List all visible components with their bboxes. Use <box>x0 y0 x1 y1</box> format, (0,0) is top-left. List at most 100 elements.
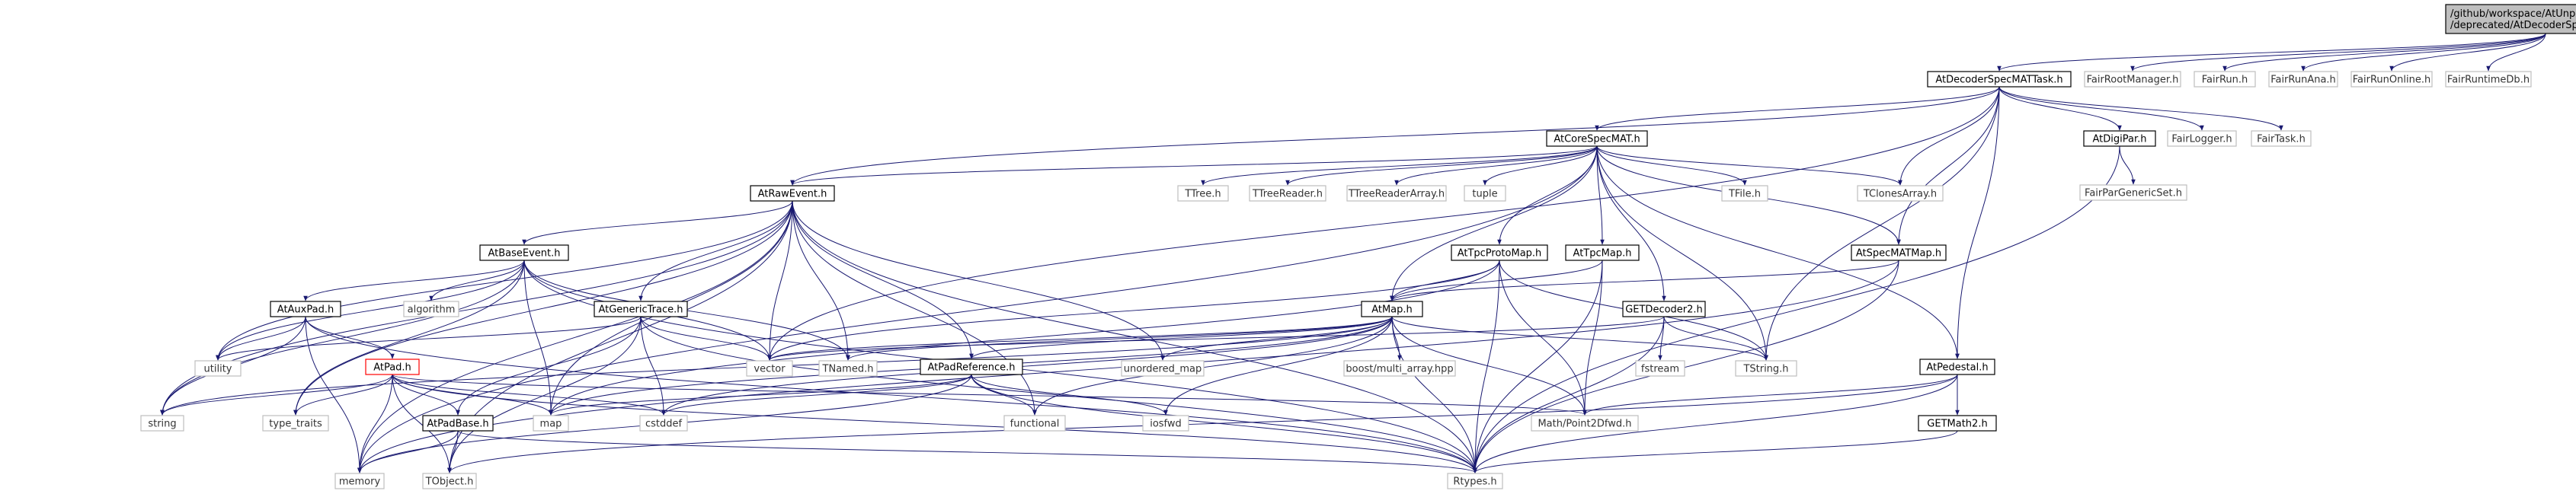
node-label-typetraits: type_traits <box>269 419 322 430</box>
node-getmath2[interactable]: GETMath2.h <box>1918 415 1997 432</box>
node-fairrootmanager[interactable]: FairRootManager.h <box>2084 71 2181 88</box>
edge-decoder-to-tclonesarray <box>1898 86 2000 186</box>
node-label-fairrunana: FairRunAna.h <box>2270 75 2336 86</box>
edge-atmap-to-tstring <box>1391 316 1768 361</box>
node-fairrun[interactable]: FairRun.h <box>2194 71 2256 88</box>
node-label-iosfwd: iosfwd <box>1150 419 1182 430</box>
edge-atpad-to-rtypes <box>392 374 1477 473</box>
edge-decoder-to-fairlogger <box>1998 86 2204 131</box>
edge-specmatmap-to-atmap <box>1390 260 1899 301</box>
node-string[interactable]: string <box>140 415 184 432</box>
node-tstring[interactable]: TString.h <box>1735 360 1797 377</box>
node-box-typetraits <box>262 415 329 432</box>
node-boostmultiarray[interactable]: boost/multi_array.hpp <box>1343 360 1456 377</box>
node-box-ttreereaderarray <box>1346 185 1447 202</box>
node-atpad[interactable]: AtPad.h <box>365 359 420 375</box>
edge-decoder-to-rawevent <box>790 86 2000 186</box>
node-utility[interactable]: utility <box>194 360 242 377</box>
node-box-corespecmat <box>1546 130 1648 147</box>
node-box-ttreereader <box>1249 185 1326 202</box>
node-tnamed[interactable]: TNamed.h <box>818 360 878 377</box>
node-iosfwd[interactable]: iosfwd <box>1142 415 1189 432</box>
edge-rawevent-to-generictrace <box>638 200 793 301</box>
node-box-point2dfwd <box>1531 415 1639 432</box>
node-atmap[interactable]: AtMap.h <box>1361 301 1423 317</box>
node-typetraits[interactable]: type_traits <box>262 415 329 432</box>
edge-atpad-to-tobject <box>392 374 452 473</box>
edge-corespecmat-to-atmap <box>1390 145 1598 301</box>
node-digipar[interactable]: AtDigiPar.h <box>2083 130 2156 147</box>
node-fairrunonline[interactable]: FairRunOnline.h <box>2350 71 2433 88</box>
node-label-rawevent: AtRawEvent.h <box>758 189 827 200</box>
edge-generictrace-to-padbase <box>456 316 642 416</box>
node-fairruntimedb[interactable]: FairRuntimeDb.h <box>2445 71 2532 88</box>
node-box-tnamed <box>818 360 878 377</box>
edge-root-to-fairrunonline <box>2389 33 2546 72</box>
edge-corespecmat-to-ttree <box>1201 145 1598 186</box>
node-tfile[interactable]: TFile.h <box>1721 185 1768 202</box>
node-rawevent[interactable]: AtRawEvent.h <box>750 185 835 202</box>
node-fairlogger[interactable]: FairLogger.h <box>2167 130 2237 147</box>
node-vector[interactable]: vector <box>746 360 793 377</box>
node-map[interactable]: map <box>533 415 569 432</box>
node-auxpad[interactable]: AtAuxPad.h <box>270 301 341 317</box>
node-label-root: /deprecated/AtDecoderSpecMATTask.cxx <box>2450 20 2576 31</box>
node-box-cstddef <box>639 415 688 432</box>
edge-pedestal-to-tobject <box>447 374 1958 473</box>
node-generictrace[interactable]: AtGenericTrace.h <box>594 301 688 317</box>
node-box-digipar <box>2083 130 2156 147</box>
node-fairrunana[interactable]: FairRunAna.h <box>2268 71 2338 88</box>
node-point2dfwd[interactable]: Math/Point2Dfwd.h <box>1531 415 1639 432</box>
node-memory[interactable]: memory <box>334 473 385 489</box>
node-label-padreference: AtPadReference.h <box>927 362 1015 374</box>
edge-specmatmap-to-rtypes <box>1473 260 1899 473</box>
node-ttree[interactable]: TTree.h <box>1177 185 1229 202</box>
dependency-nodes: /github/workspace/AtUnpack/deprecated/At… <box>140 4 2576 489</box>
node-specmatmap[interactable]: AtSpecMATMap.h <box>1851 244 1947 261</box>
node-getdecoder2[interactable]: GETDecoder2.h <box>1622 301 1706 317</box>
node-box-getdecoder2 <box>1622 301 1706 317</box>
edge-rawevent-to-tobject <box>447 200 793 473</box>
node-padreference[interactable]: AtPadReference.h <box>920 359 1023 375</box>
node-tpcprotomap[interactable]: AtTpcProtoMap.h <box>1451 244 1548 261</box>
node-label-root: /github/workspace/AtUnpack <box>2450 8 2576 20</box>
edge-decoder-to-corespecmat <box>1595 86 2000 131</box>
edge-atpad-to-padbase <box>392 374 460 416</box>
node-unorderedmap[interactable]: unordered_map <box>1121 360 1205 377</box>
edge-generictrace-to-utility <box>216 316 642 361</box>
node-corespecmat[interactable]: AtCoreSpecMAT.h <box>1546 130 1648 147</box>
node-label-unorderedmap: unordered_map <box>1124 364 1202 375</box>
node-cstddef[interactable]: cstddef <box>639 415 688 432</box>
node-box-fairrootmanager <box>2084 71 2181 88</box>
node-algorithm[interactable]: algorithm <box>403 301 459 317</box>
node-ttreereader[interactable]: TTreeReader.h <box>1249 185 1326 202</box>
node-label-getdecoder2: GETDecoder2.h <box>1625 304 1703 316</box>
node-label-cstddef: cstddef <box>645 419 683 430</box>
edge-root-to-fairrun <box>2222 33 2546 72</box>
edge-generictrace-to-vector <box>640 316 772 361</box>
node-box-padbase <box>422 415 494 432</box>
node-fstream[interactable]: fstream <box>1635 360 1685 377</box>
node-fairpargenericset[interactable]: FairParGenericSet.h <box>2079 184 2187 201</box>
node-box-fairrun <box>2194 71 2256 88</box>
node-box-boostmultiarray <box>1343 360 1456 377</box>
node-tpcmap[interactable]: AtTpcMap.h <box>1565 244 1640 261</box>
node-fairtask[interactable]: FairTask.h <box>2251 130 2312 147</box>
node-padbase[interactable]: AtPadBase.h <box>422 415 494 432</box>
node-baseevent[interactable]: AtBaseEvent.h <box>479 244 569 261</box>
edge-atpad-to-string <box>160 374 393 416</box>
node-box-root <box>2445 4 2576 34</box>
node-pedestal[interactable]: AtPedestal.h <box>1919 359 1995 375</box>
node-tuple[interactable]: tuple <box>1464 185 1506 202</box>
node-tclonesarray[interactable]: TClonesArray.h <box>1857 185 1944 202</box>
node-decoder[interactable]: AtDecoderSpecMATTask.h <box>1927 71 2072 88</box>
node-functional[interactable]: functional <box>1003 415 1066 432</box>
edge-generictrace-to-rtypes <box>640 316 1477 473</box>
node-label-auxpad: AtAuxPad.h <box>277 304 334 316</box>
node-ttreereaderarray[interactable]: TTreeReaderArray.h <box>1346 185 1447 202</box>
node-tobject[interactable]: TObject.h <box>422 473 477 489</box>
node-label-tuple: tuple <box>1472 189 1497 200</box>
node-box-baseevent <box>479 244 569 261</box>
node-rtypes[interactable]: Rtypes.h <box>1447 473 1503 489</box>
edge-decoder-to-fairtask <box>1998 86 2283 131</box>
